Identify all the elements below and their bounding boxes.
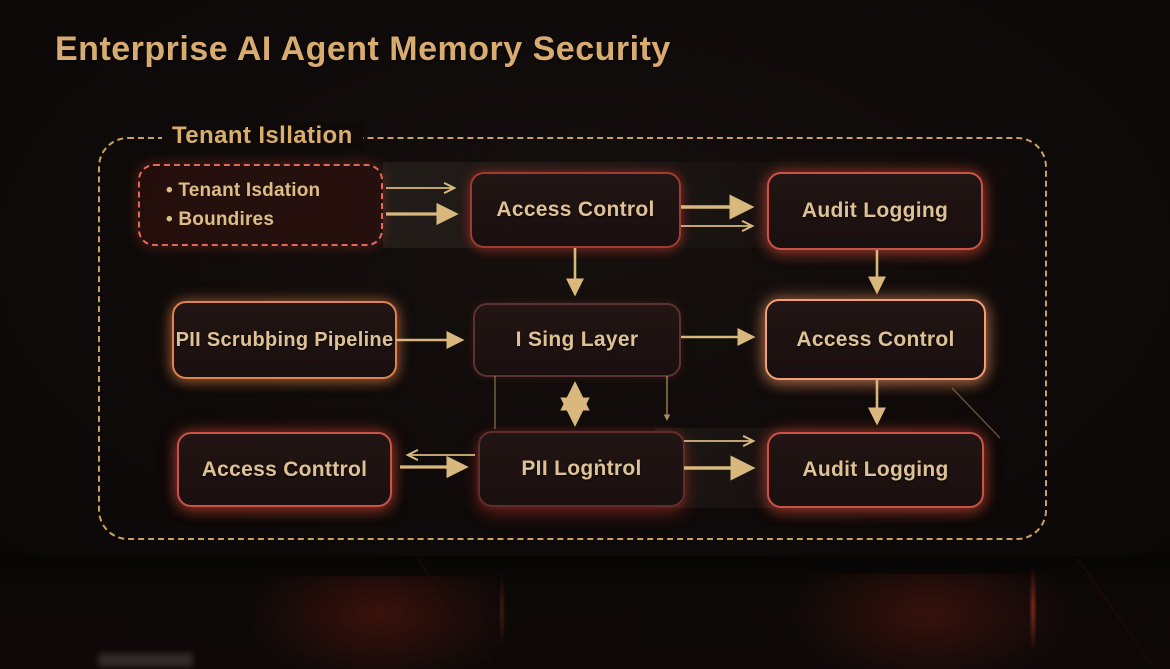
- bullet-item: Tenant Isdation: [166, 180, 381, 202]
- node-label: Access Control: [496, 198, 655, 221]
- node-label: Audit Logging: [802, 458, 949, 481]
- node-access-control-mid: Access Control: [765, 299, 986, 380]
- floor-red-glow: [770, 574, 1090, 669]
- node-label: Access Conttrol: [201, 457, 368, 481]
- node-tenant-notes: Tenant Isdation Boundires: [138, 164, 383, 246]
- node-audit-logging-bottom: Audit Logging: [767, 432, 984, 508]
- node-access-control-bottom: Access Conttrol: [177, 432, 392, 507]
- node-audit-logging-top: Audit Logging: [767, 172, 983, 250]
- tenant-isolation-container: Tenant Isllation: [98, 122, 1047, 540]
- node-label: Access Control: [796, 327, 955, 351]
- node-sing-layer: I Sing Layer: [473, 303, 681, 377]
- node-label: Audit Logging: [801, 199, 949, 222]
- node-label: PII Scrubþing Pipeline: [175, 328, 394, 351]
- floor-light-patch: [98, 653, 193, 667]
- node-label: I Sing Layer: [515, 328, 639, 351]
- node-label: PII Logṅtrol: [521, 457, 642, 480]
- tenant-isolation-container-label: Tenant Isllation: [162, 122, 363, 150]
- bullet-item: Boundires: [166, 209, 381, 231]
- floor-red-streak: [1028, 568, 1038, 658]
- floor-red-streak: [498, 574, 506, 654]
- floor-reflection-area: [0, 556, 1170, 669]
- floor-red-glow: [230, 576, 530, 669]
- node-pii-logntrol: PII Logṅtrol: [478, 431, 685, 507]
- page-title: Enterprise AI Agent Memory Security: [55, 30, 671, 68]
- node-pii-scrubbing-pipeline: PII Scrubþing Pipeline: [172, 301, 397, 379]
- node-access-control-top: Access Control: [470, 172, 681, 248]
